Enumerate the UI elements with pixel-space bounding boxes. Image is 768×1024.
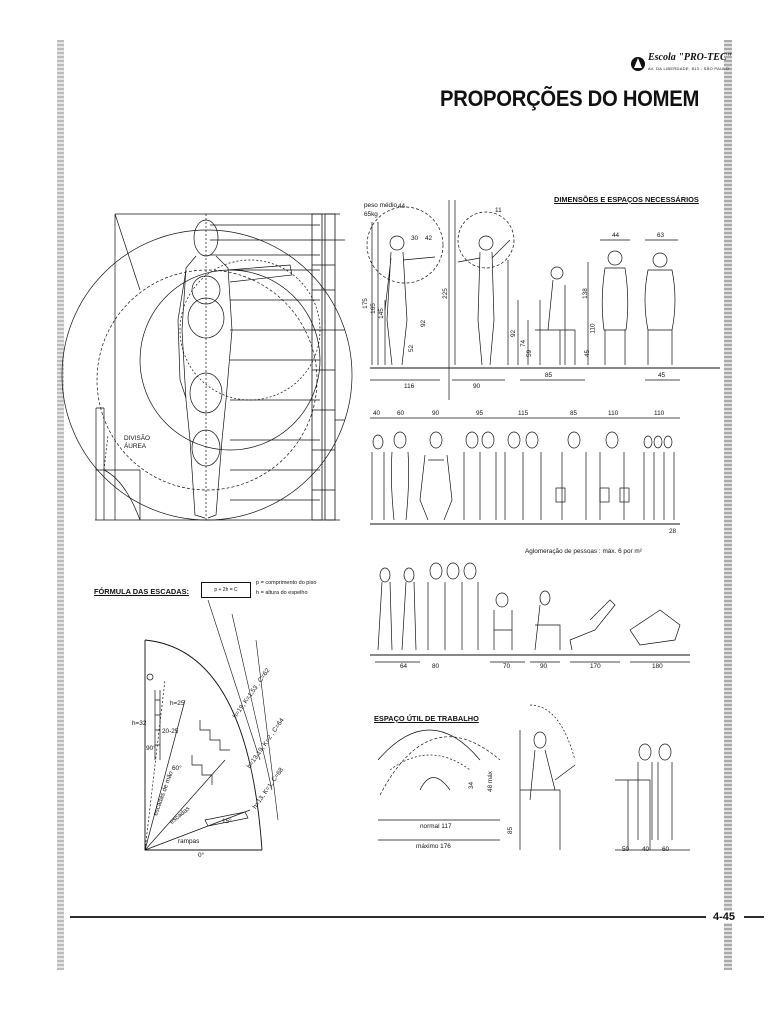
standing-h4: 92 xyxy=(420,319,428,328)
work-b2: 60 xyxy=(662,846,670,853)
stairs-ang90: 90° xyxy=(146,745,156,752)
seated-h1: 92 xyxy=(510,329,518,338)
standing-b: 42 xyxy=(425,235,433,242)
stairs-h25: h=25 xyxy=(170,700,185,707)
dimensions-heading: DIMENSÕES E ESPAÇOS NECESSÁRIOS xyxy=(554,195,699,204)
standing-w: 44 xyxy=(398,203,406,210)
front1-w: 44 xyxy=(612,232,620,239)
standing-base: 116 xyxy=(404,383,415,390)
work-34: 34 xyxy=(468,781,476,790)
standing-a: 30 xyxy=(411,235,419,242)
width-extra: 28 xyxy=(669,528,677,535)
stairs-rampas: rampas xyxy=(178,838,200,845)
school-name: Escola "PRO-TEC" xyxy=(648,52,733,63)
page-number: 4-45 xyxy=(711,911,738,923)
divisao-label: DIVISÃO xyxy=(124,435,150,442)
work-b1: 40 xyxy=(642,846,650,853)
scan-edge-right xyxy=(724,40,732,970)
width-0: 40 xyxy=(373,410,381,417)
seated-base: 85 xyxy=(545,372,553,379)
stairs-2025: 20-25 xyxy=(162,728,179,735)
width-7: 110 xyxy=(654,410,665,417)
stairs-formula-box: p + 2h = C xyxy=(201,582,251,598)
work-space-diagram xyxy=(377,704,690,851)
work-normal: normal 117 xyxy=(420,823,452,830)
posture-2: 70 xyxy=(503,663,511,670)
work-maximo: máximo 176 xyxy=(416,843,451,850)
work-b0: 50 xyxy=(622,846,630,853)
reach-r: 11 xyxy=(495,207,502,214)
stairs-legend-h: h = altura do espelho xyxy=(256,590,308,596)
width-4: 115 xyxy=(518,410,529,417)
dimensions-figures xyxy=(366,200,720,400)
width-3: 95 xyxy=(476,410,484,417)
stairs-ang0: 0° xyxy=(198,852,205,859)
standing-h5: 52 xyxy=(408,344,416,353)
posture-0: 64 xyxy=(400,663,408,670)
school-emblem-icon xyxy=(631,57,645,71)
school-logo: Escola "PRO-TEC" AV. DA LIBERDADE, 813 -… xyxy=(630,50,733,80)
peso-value: 65kg xyxy=(364,211,378,218)
school-address: AV. DA LIBERDADE, 813 - SÃO PAULO xyxy=(648,66,730,71)
standing-h1: 175 xyxy=(361,298,369,309)
front1-h3: 45 xyxy=(584,349,592,358)
stairs-ang15: 15° xyxy=(222,818,232,825)
stairs-heading: FÓRMULA DAS ESCADAS: xyxy=(94,587,189,596)
work-85: 85 xyxy=(507,826,515,835)
peso-label: peso médio xyxy=(364,202,398,209)
standing-h2: 165 xyxy=(369,303,377,314)
width-5: 85 xyxy=(570,410,578,417)
postures-row xyxy=(370,562,690,663)
reach-h: 225 xyxy=(441,288,449,299)
stairs-ang60: 60° xyxy=(172,765,182,772)
stairs-legend-p: p = comprimento do piso xyxy=(256,580,317,586)
posture-5: 180 xyxy=(652,663,663,670)
stairs-diagram xyxy=(144,599,279,851)
standing-h3: 145 xyxy=(377,308,385,319)
width-2: 90 xyxy=(432,410,440,417)
width-1: 60 xyxy=(397,410,405,417)
scan-edge-left xyxy=(57,40,64,970)
seated-h2: 74 xyxy=(520,339,528,348)
posture-4: 170 xyxy=(590,663,601,670)
posture-3: 90 xyxy=(540,663,548,670)
aglomeracao-note: Aglomeração de pessoas : máx. 6 por m² xyxy=(525,548,642,555)
front1-h2: 110 xyxy=(589,323,597,334)
stairs-h32: h=32 xyxy=(132,720,147,727)
page-title: PROPORÇÕES DO HOMEM xyxy=(440,86,700,111)
work-48: 48 máx xyxy=(486,771,494,792)
front2-base: 45 xyxy=(658,372,666,379)
work-heading: ESPAÇO ÚTIL DE TRABALHO xyxy=(374,714,479,723)
reach-base: 90 xyxy=(473,383,481,390)
seated-h3: 59 xyxy=(526,349,534,358)
aurea-label: ÁUREA xyxy=(124,443,147,450)
widths-row xyxy=(370,417,680,525)
width-6: 110 xyxy=(608,410,619,417)
vitruvian-figure xyxy=(61,213,353,521)
posture-1: 80 xyxy=(432,663,440,670)
front2-w: 63 xyxy=(657,232,665,239)
front1-h1: 138 xyxy=(581,288,589,299)
